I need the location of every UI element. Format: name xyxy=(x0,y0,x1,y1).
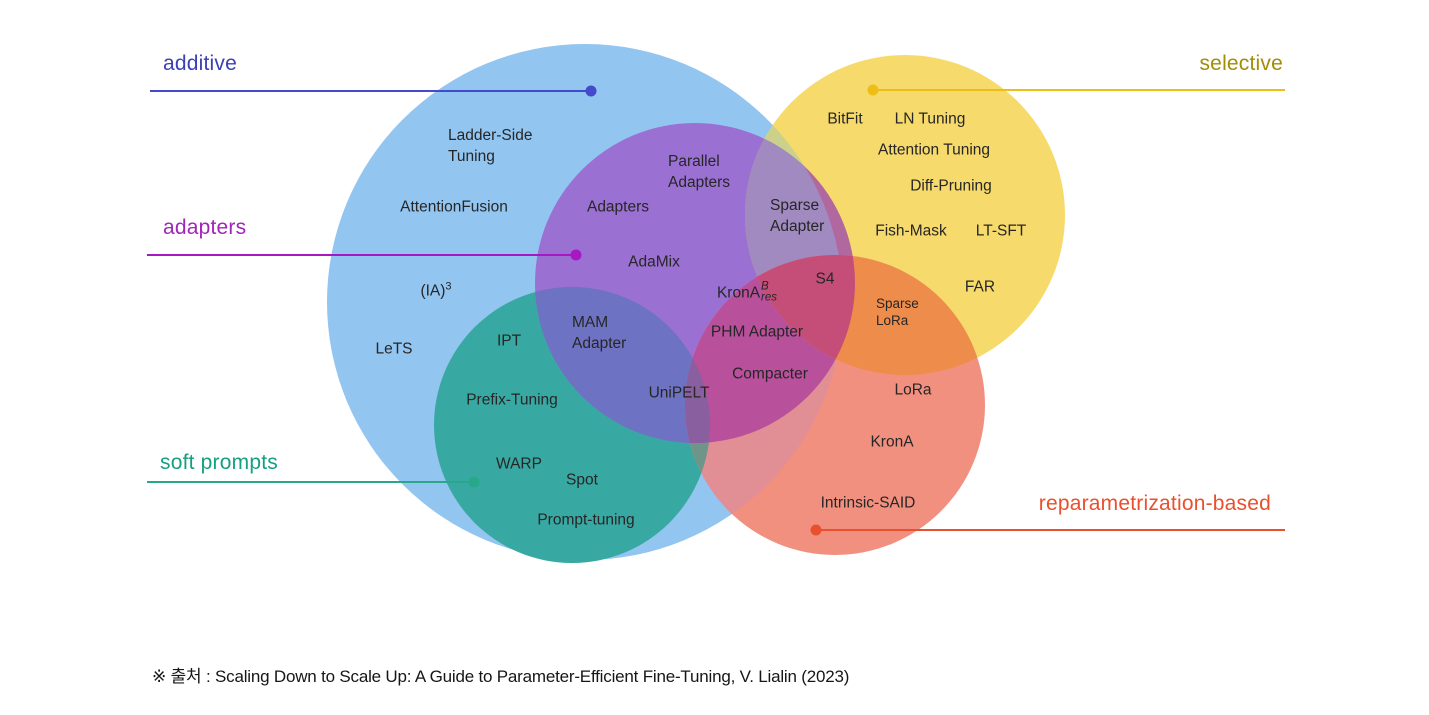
method-ia3: (IA)3 xyxy=(420,280,452,300)
method-intrinsic-said: Intrinsic-SAID xyxy=(820,494,916,512)
method-phm-adapter: PHM Adapter xyxy=(710,323,804,341)
method-spot: Spot xyxy=(566,471,598,489)
method-diff-pruning: Diff-Pruning xyxy=(910,177,992,195)
leader-reparametrization xyxy=(810,524,1285,536)
method-adapters: Adapters xyxy=(586,198,650,216)
method-adamix: AdaMix xyxy=(628,253,680,271)
category-label-selective: selective xyxy=(1199,52,1283,75)
method-lora: LoRa xyxy=(894,381,932,399)
leader-dot-selective xyxy=(867,84,879,96)
category-label-adapters: adapters xyxy=(163,216,247,239)
method-attention-tuning: Attention Tuning xyxy=(877,141,991,159)
method-parallel-adapters: Parallel Adapters xyxy=(668,153,731,191)
method-fish-mask: Fish-Mask xyxy=(875,222,947,240)
category-label-additive: additive xyxy=(163,52,237,75)
method-compacter: Compacter xyxy=(732,365,808,383)
method-lt-sft: LT-SFT xyxy=(975,222,1027,240)
leader-dot-adapters xyxy=(570,249,582,261)
leader-soft-prompts xyxy=(147,476,480,488)
leader-dot-reparametrization xyxy=(810,524,822,536)
method-ln-tuning: LN Tuning xyxy=(894,110,966,128)
method-prompt-tuning: Prompt-tuning xyxy=(537,511,635,529)
method-ladder-side-tuning: Ladder-Side Tuning xyxy=(448,127,533,165)
method-s4: S4 xyxy=(815,270,835,288)
method-mam-adapter: MAM Adapter xyxy=(572,314,627,352)
method-bitfit: BitFit xyxy=(827,110,863,128)
leader-adapters xyxy=(147,249,582,261)
category-label-soft-prompts: soft prompts xyxy=(160,451,278,474)
source-caption: ※ 출처 : Scaling Down to Scale Up: A Guide… xyxy=(152,667,850,686)
method-attentionfusion: AttentionFusion xyxy=(400,198,508,216)
leader-dot-additive xyxy=(585,85,597,97)
method-sparse-adapter: Sparse Adapter xyxy=(770,197,825,235)
method-far: FAR xyxy=(964,278,996,296)
method-unipelt: UniPELT xyxy=(648,384,710,402)
method-krona: KronA xyxy=(870,433,914,451)
method-sparse-lora: Sparse LoRa xyxy=(876,296,919,328)
leader-dot-soft-prompts xyxy=(468,476,480,488)
method-ipt: IPT xyxy=(496,332,522,350)
method-lets: LeTS xyxy=(375,340,413,358)
leader-selective xyxy=(867,84,1285,96)
leader-additive xyxy=(150,85,597,97)
method-prefix-tuning: Prefix-Tuning xyxy=(466,391,558,409)
method-warp: WARP xyxy=(496,455,542,473)
category-label-reparametrization: reparametrization-based xyxy=(1038,492,1271,515)
